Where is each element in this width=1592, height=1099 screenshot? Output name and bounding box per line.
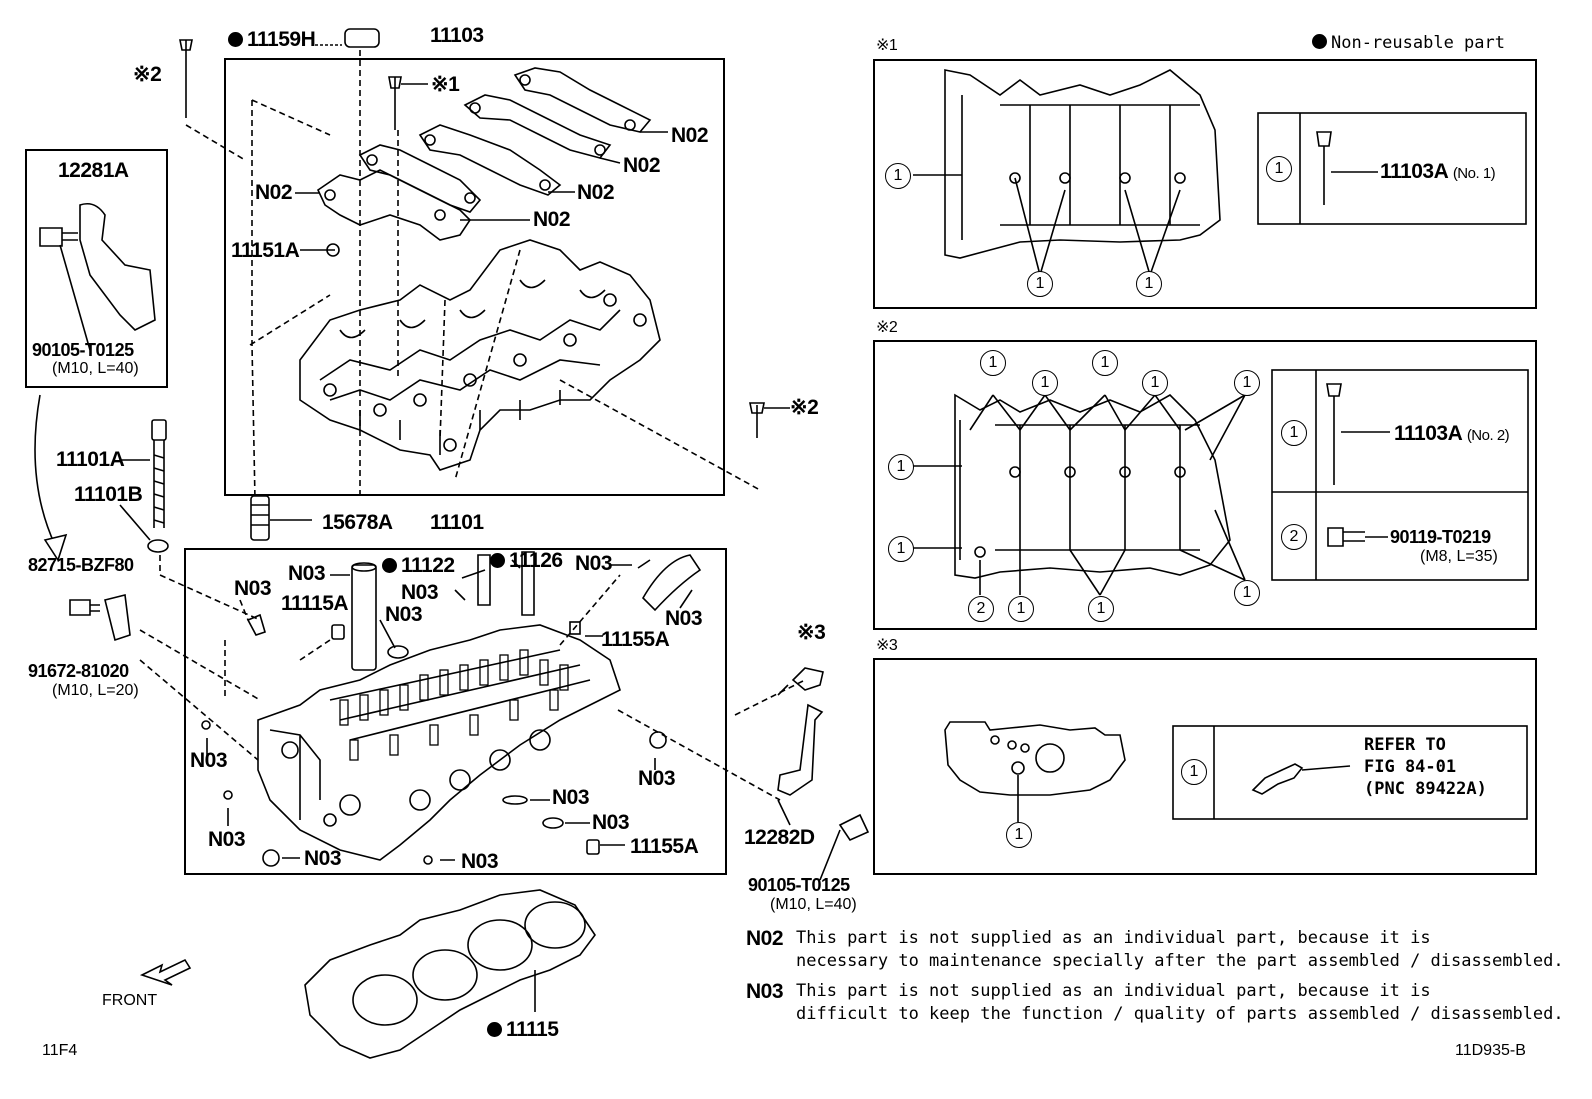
detail2-housing-drawing (913, 393, 1246, 596)
note-text: This part is not supplied as an individu… (796, 981, 1431, 1001)
detail2-callout-circle: 1 (1234, 370, 1260, 396)
part-spec: (M10, L=40) (52, 360, 139, 377)
detail2-table-circle-2: 2 (1281, 524, 1307, 550)
part-label-n03: N03 (575, 552, 613, 575)
part-label-n02: N02 (671, 124, 709, 147)
reference-mark-2: ※2 (133, 63, 162, 86)
camshaft-housing-drawing (299, 239, 661, 471)
part-label-11115: 11115 (487, 1019, 559, 1040)
part-label-n03: N03 (385, 603, 423, 626)
detail3-reference-mark: ※3 (876, 637, 898, 654)
detail2-part1-label: 11103A (No. 2) (1394, 422, 1510, 445)
detail3-callout-circle: 1 (1006, 822, 1032, 848)
detail2-table-circle: 1 (1281, 420, 1307, 446)
part-label-11151A: 11151A (231, 239, 300, 262)
part-label-n02: N02 (533, 208, 571, 231)
camshaft-caps-drawing (316, 67, 652, 241)
part-label-n03: N03 (288, 562, 326, 585)
detail2-callout-circle: 1 (888, 454, 914, 480)
filled-dot-icon (487, 1022, 502, 1037)
detail2-callout-circle: 1 (1234, 580, 1260, 606)
part-label-n03: N03 (461, 850, 499, 873)
note-text: necessary to maintenance specially after… (796, 951, 1564, 971)
detail2-callout-circle: 1 (1092, 350, 1118, 376)
part-label-n03: N03 (304, 847, 342, 870)
detail2-callout-circle-2: 2 (968, 596, 994, 622)
note-code-n03: N03 (746, 980, 784, 1003)
part-label-n03: N03 (234, 577, 272, 600)
part-label-n03: N03 (552, 786, 590, 809)
part-label-n02: N02 (623, 154, 661, 177)
part-label-90105-T0125: 90105-T0125 (748, 875, 850, 895)
detail2-reference-mark: ※2 (876, 319, 898, 336)
part-label-n02: N02 (577, 181, 615, 204)
detail2-part2-label: 90119-T0219 (1390, 527, 1491, 547)
front-direction-label: FRONT (102, 992, 158, 1009)
part-label-11101A: 11101A (56, 448, 125, 471)
note-text: This part is not supplied as an individu… (796, 928, 1431, 948)
page-code: 11F4 (42, 1042, 78, 1059)
part-label-11115A: 11115A (281, 592, 349, 615)
note-text: difficult to keep the function / quality… (796, 1004, 1564, 1024)
part-label-12282D: 12282D (744, 826, 815, 849)
detail1-callout-circle: 1 (1136, 271, 1162, 297)
detail2-callout-circle: 1 (1008, 596, 1034, 622)
part-label-n02: N02 (255, 181, 293, 204)
detail1-callout-circle: 1 (885, 163, 911, 189)
detail2-callout-circle: 1 (980, 350, 1006, 376)
cylinder-head-drawing (257, 624, 621, 861)
note-code-n02: N02 (746, 927, 784, 950)
detail3-refer-text: (PNC 89422A) (1364, 779, 1487, 799)
reference-mark-2: ※2 (790, 396, 819, 419)
part-label-n03: N03 (665, 607, 703, 630)
part-label-n03: N03 (638, 767, 676, 790)
part-label-12281A: 12281A (58, 159, 129, 182)
detail1-housing-drawing (913, 69, 1221, 276)
detail1-callout-circle: 1 (1027, 271, 1053, 297)
filled-dot-icon (382, 558, 397, 573)
part-label-11155A: 11155A (601, 628, 670, 651)
figure-code: 11D935-B (1455, 1042, 1526, 1059)
part-label-90105-T0125: 90105-T0125 (32, 340, 134, 360)
head-gasket-drawing (304, 889, 596, 1059)
part-label-11155A: 11155A (630, 835, 699, 858)
non-reusable-legend: Non-reusable part (1312, 34, 1505, 52)
filled-dot-icon (1312, 34, 1327, 49)
filled-dot-icon (228, 32, 243, 47)
reference-mark-1: ※1 (431, 73, 460, 96)
part-label-91672-81020: 91672-81020 (28, 661, 129, 681)
part-label-11101B: 11101B (74, 483, 143, 506)
part-label-n03: N03 (208, 828, 246, 851)
part-label-n03: N03 (190, 749, 228, 772)
part-label-11101: 11101 (430, 511, 484, 534)
detail3-table-circle: 1 (1181, 759, 1207, 785)
part-label-11159H: 11159H (228, 29, 316, 50)
part-label-82715-BZF80: 82715-BZF80 (28, 555, 134, 575)
detail2-callout-circle: 1 (1088, 596, 1114, 622)
detail2-callout-circle: 1 (1032, 370, 1058, 396)
part-label-11126: 11126 (490, 550, 563, 571)
detail3-refer-text: FIG 84-01 (1364, 757, 1457, 777)
part-label-11103: 11103 (430, 24, 484, 47)
part-label-15678A: 15678A (322, 511, 393, 534)
detail3-head-drawing (944, 721, 1126, 822)
detail1-table-circle: 1 (1266, 156, 1292, 182)
filled-dot-icon (490, 553, 505, 568)
detail1-reference-mark: ※1 (876, 37, 898, 54)
part-label-n03: N03 (401, 581, 439, 604)
reference-mark-3: ※3 (797, 621, 826, 644)
detail3-refer-text: REFER TO (1364, 735, 1446, 755)
part-label-n03: N03 (592, 811, 630, 834)
part-spec: (M10, L=40) (770, 896, 857, 913)
part-label-11122: 11122 (382, 555, 455, 576)
detail1-part-label: 11103A (No. 1) (1380, 160, 1496, 183)
detail2-part2-spec: (M8, L=35) (1420, 548, 1498, 565)
detail2-callout-circle: 1 (1142, 370, 1168, 396)
detail2-callout-circle: 1 (888, 536, 914, 562)
part-spec: (M10, L=20) (52, 682, 139, 699)
